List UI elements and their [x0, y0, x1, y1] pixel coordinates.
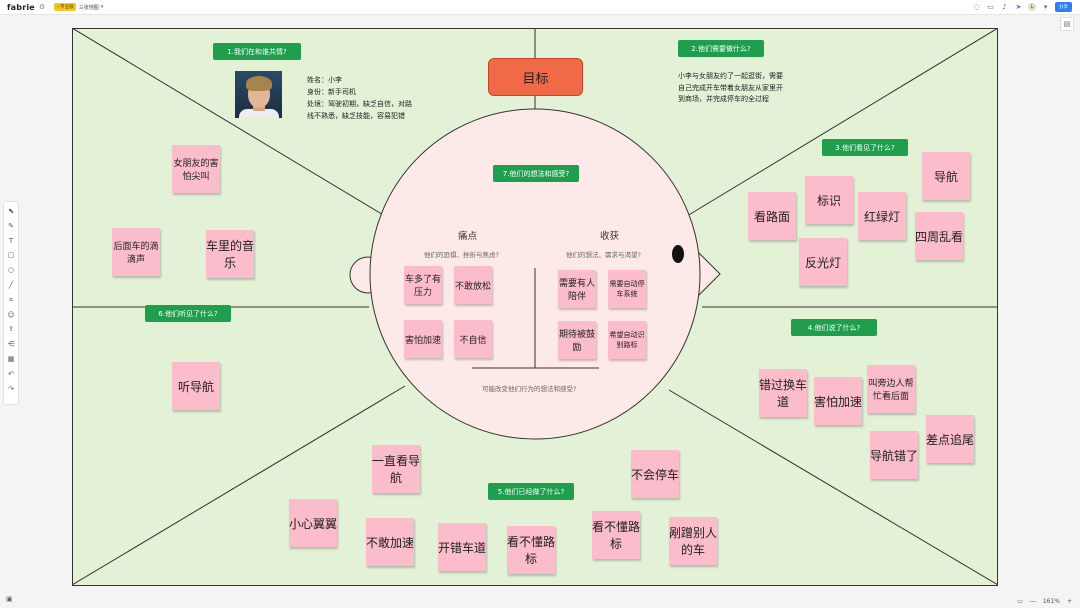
chevron-down-icon[interactable]: ▾: [1043, 3, 1048, 11]
need-description[interactable]: 小李与女朋友约了一起逛街，需要 自己完成开车带着女朋友从家里开 到商场，并完成停…: [678, 71, 806, 106]
gain-subtitle: 他们的想法、需求与渴望?: [566, 251, 641, 259]
emoji-tool-icon[interactable]: ☺: [7, 310, 15, 319]
chevron-down-icon[interactable]: ▾: [100, 4, 104, 10]
need-line-1: 小李与女朋友约了一起逛街，需要: [678, 72, 783, 80]
pain-sticky-note[interactable]: 不敢放松: [454, 266, 492, 304]
question-5-label[interactable]: 5.他们已经做了什么?: [488, 483, 574, 500]
persona-profile[interactable]: 姓名：小李 身份：新手司机 处境：驾驶初期，缺乏自信，对路 线不熟悉，缺乏技能，…: [307, 74, 437, 122]
question-6-label[interactable]: 6.他们听见了什么?: [145, 305, 231, 322]
do-sticky-note[interactable]: 看不懂路标: [507, 526, 555, 574]
see-sticky-note[interactable]: 红绿灯: [858, 192, 906, 240]
zoom-in-icon[interactable]: +: [1066, 598, 1072, 605]
document-title[interactable]: 三张地图: [78, 4, 99, 11]
do-sticky-note[interactable]: 一直看导航: [372, 445, 420, 493]
plan-badge: ☆专业版: [54, 3, 76, 11]
bell-icon[interactable]: ♪: [1002, 3, 1007, 11]
do-sticky-note[interactable]: 看不懂路标: [592, 511, 640, 559]
zoom-controls: ▭ — 161% +: [1017, 598, 1072, 605]
question-3-label[interactable]: 3.他们看见了什么?: [822, 139, 908, 156]
persona-identity: 身份：新手司机: [307, 88, 356, 96]
left-toolbar: ⬉ ✎ T ▢ ○ ╱ ⌗ ☺ ⇪ ⋲ ▦ ↶ ↷: [3, 201, 19, 405]
present-icon[interactable]: ▭: [987, 3, 994, 11]
sticky-note-tool-icon[interactable]: ▢: [7, 251, 15, 260]
chat-icon[interactable]: ◌: [973, 3, 980, 11]
do-sticky-note[interactable]: 不会停车: [631, 450, 679, 498]
do-sticky-note[interactable]: 小心翼翼: [289, 499, 337, 547]
pain-title: 痛点: [458, 231, 478, 242]
zoom-level[interactable]: 161%: [1042, 598, 1060, 605]
do-sticky-note[interactable]: 开错车道: [438, 523, 486, 571]
need-line-3: 到商场，并完成停车的全过程: [678, 95, 769, 103]
undo-icon[interactable]: ↶: [8, 369, 14, 378]
redo-icon[interactable]: ↷: [8, 384, 14, 393]
question-4-label[interactable]: 4.他们说了什么?: [791, 319, 877, 336]
persona-situation-line-1: 处境：驾驶初期，缺乏自信，对路: [307, 100, 412, 108]
do-sticky-note[interactable]: 不敢加速: [366, 518, 414, 566]
say-sticky-note[interactable]: 导航错了: [870, 431, 918, 479]
empathy-map-canvas[interactable]: 目标 1.我们在和谁共情? 2.他们需要做什么? 3.他们看见了什么? 4.他们…: [72, 28, 998, 586]
question-1-label[interactable]: 1.我们在和谁共情?: [213, 43, 301, 60]
top-bar: fabrie ⚙ ☆专业版 三张地图 ▾ ◌ ▭ ♪ ➤ L ▾ 分享: [0, 0, 1080, 15]
hear-sticky-note[interactable]: 后面车的滴滴声: [112, 228, 160, 276]
app-logo[interactable]: fabrie: [7, 2, 35, 12]
hear-sticky-note[interactable]: 听导航: [172, 362, 220, 410]
settings-icon[interactable]: ⚙: [38, 3, 46, 11]
layers-panel-icon[interactable]: ▤: [1060, 17, 1074, 31]
question-7-label[interactable]: 7.他们的想法和感受?: [493, 165, 579, 182]
change-prompt: 可能改变他们行为的想法和感受?: [482, 385, 577, 393]
persona-situation-line-2: 线不熟悉，缺乏技能，容易犯错: [307, 112, 405, 120]
see-sticky-note[interactable]: 四周乱看: [915, 212, 963, 260]
minimap-icon[interactable]: ▭: [1017, 598, 1023, 605]
text-tool-icon[interactable]: T: [8, 236, 14, 245]
shape-tool-icon[interactable]: ○: [7, 266, 15, 275]
pain-sticky-note[interactable]: 车多了有压力: [404, 266, 442, 304]
need-line-2: 自己完成开车带着女朋友从家里开: [678, 83, 783, 92]
do-sticky-note[interactable]: 剐蹭别人的车: [669, 517, 717, 565]
cursor-icon[interactable]: ➤: [1015, 3, 1022, 11]
say-sticky-note[interactable]: 害怕加速: [814, 377, 862, 425]
see-sticky-note[interactable]: 看路面: [748, 192, 796, 240]
gain-sticky-note[interactable]: 期待被鼓励: [558, 321, 596, 359]
see-sticky-note[interactable]: 反光灯: [799, 238, 847, 286]
say-sticky-note[interactable]: 错过换车道: [759, 369, 807, 417]
see-sticky-note[interactable]: 导航: [922, 152, 970, 200]
share-button[interactable]: 分享: [1055, 2, 1072, 12]
mindmap-tool-icon[interactable]: ⋲: [7, 340, 15, 349]
pain-sticky-note[interactable]: 害怕加速: [404, 320, 442, 358]
see-sticky-note[interactable]: 标识: [805, 176, 853, 224]
gain-sticky-note[interactable]: 希望自动识别路标: [608, 321, 646, 359]
top-actions: ◌ ▭ ♪ ➤ L ▾ 分享: [972, 2, 1072, 12]
zoom-out-icon[interactable]: —: [1029, 598, 1036, 605]
pen-tool-icon[interactable]: ✎: [8, 221, 14, 230]
avatar[interactable]: L: [1028, 3, 1036, 11]
goal-box[interactable]: 目标: [488, 58, 583, 96]
say-sticky-note[interactable]: 叫旁边人帮忙看后面: [867, 365, 915, 413]
gain-sticky-note[interactable]: 需要有人陪伴: [558, 270, 596, 308]
persona-photo[interactable]: [235, 71, 282, 118]
persona-name: 姓名：小李: [307, 76, 342, 84]
gain-title: 收获: [600, 231, 620, 242]
frame-tool-icon[interactable]: ⌗: [9, 295, 13, 304]
question-2-label[interactable]: 2.他们需要做什么?: [678, 40, 764, 57]
line-tool-icon[interactable]: ╱: [8, 280, 14, 289]
select-tool-icon[interactable]: ⬉: [8, 207, 14, 215]
pain-subtitle: 他们的恐惧、挫折与焦虑?: [424, 251, 499, 259]
say-sticky-note[interactable]: 差点追尾: [926, 415, 974, 463]
upload-tool-icon[interactable]: ⇪: [8, 325, 14, 334]
pain-sticky-note[interactable]: 不自信: [454, 320, 492, 358]
template-tool-icon[interactable]: ▦: [7, 354, 15, 363]
gain-sticky-note[interactable]: 需要自动停车系统: [608, 270, 646, 308]
sidebar-toggle-icon[interactable]: ▣: [6, 595, 13, 603]
hear-sticky-note[interactable]: 车里的音乐: [206, 230, 254, 278]
hear-sticky-note[interactable]: 女朋友的害怕尖叫: [172, 145, 220, 193]
